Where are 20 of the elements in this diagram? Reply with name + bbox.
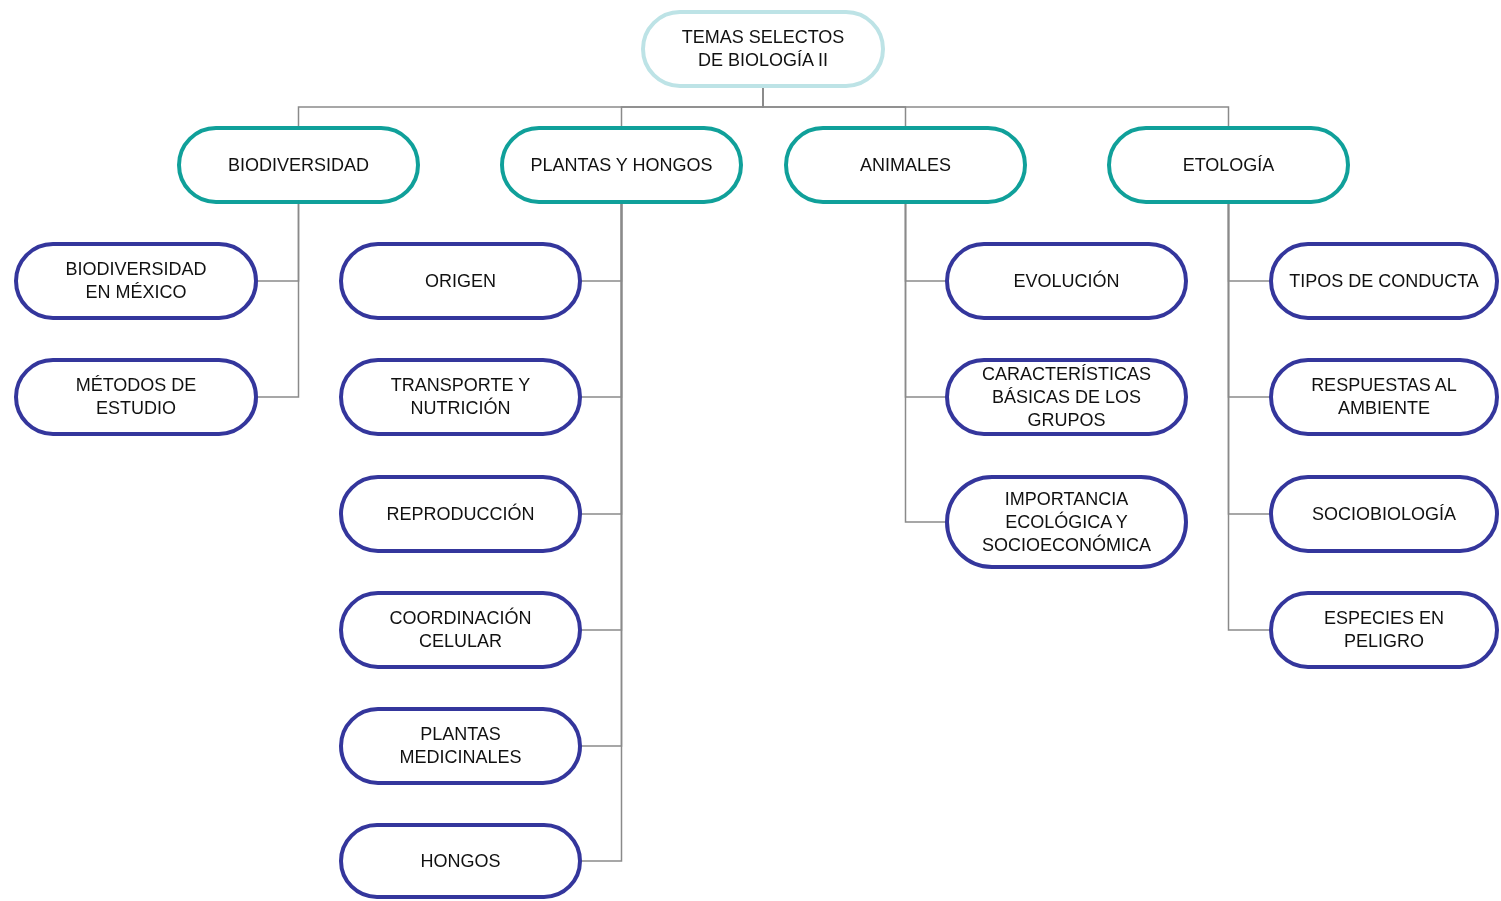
topic-label: BIODIVERSIDAD EN MÉXICO bbox=[64, 258, 208, 304]
topic-label: TIPOS DE CONDUCTA bbox=[1289, 269, 1479, 293]
topic-label: SOCIOBIOLOGÍA bbox=[1311, 502, 1456, 526]
topic-label: RESPUESTAS AL AMBIENTE bbox=[1310, 374, 1458, 420]
topic-label: TEMAS SELECTOS DE BIOLOGÍA II bbox=[680, 26, 846, 72]
topic-label: TRANSPORTE Y NUTRICIÓN bbox=[389, 374, 532, 420]
topic-label: ESPECIES EN PELIGRO bbox=[1322, 607, 1445, 653]
topic-label: ORIGEN bbox=[425, 269, 496, 293]
topic-label: COORDINACIÓN CELULAR bbox=[388, 607, 533, 653]
topic-label: CARACTERÍSTICAS BÁSICAS DE LOS GRUPOS bbox=[981, 362, 1152, 432]
topic-label: PLANTAS MEDICINALES bbox=[398, 723, 523, 769]
topic-label: ETOLOGÍA bbox=[1182, 153, 1275, 177]
topic-label: PLANTAS Y HONGOS bbox=[530, 153, 713, 177]
topic-label: BIODIVERSIDAD bbox=[228, 153, 369, 177]
topic-label: HONGOS bbox=[420, 849, 501, 873]
topic-label: MÉTODOS DE ESTUDIO bbox=[74, 374, 198, 420]
topic-label: REPRODUCCIÓN bbox=[386, 502, 535, 526]
topic-label: IMPORTANCIA ECOLÓGICA Y SOCIOECONÓMICA bbox=[981, 487, 1152, 557]
topic-label: ANIMALES bbox=[860, 153, 951, 177]
topic-label: EVOLUCIÓN bbox=[1013, 269, 1120, 293]
